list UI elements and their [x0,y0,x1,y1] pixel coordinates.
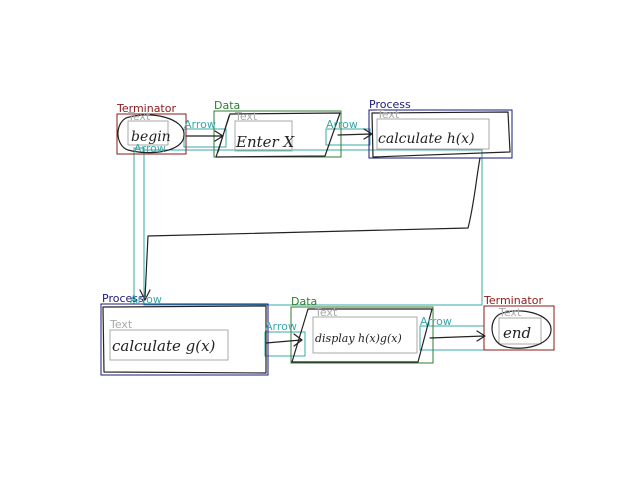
label-process-1: Process [369,98,411,111]
label-terminator-1: Terminator [116,102,176,115]
text-box-1 [127,120,169,146]
arrow-label-4: Arrow [265,320,297,333]
arrow-label-5: Arrow [420,315,452,328]
node-text-enter-x: Enter X [235,133,295,151]
text-tag-2: Text [234,110,258,123]
text-box-3 [376,118,490,150]
node-text-calculate-h: calculate h(x) [378,131,475,147]
arrow-box-3 [325,128,371,146]
text-tag-3: Text [376,108,400,121]
text-tag-1: Text [127,110,151,123]
text-box-6 [498,317,542,345]
arrow-box-4 [143,149,483,306]
display-data-shape [291,308,433,363]
begin-terminator-shape [117,114,185,154]
arrow-box-2 [133,147,145,305]
terminator-2-box [483,305,555,351]
arrow-begin-to-enter [185,130,224,142]
arrow-label-6: Arrow [130,293,162,306]
text-box-5 [312,316,418,354]
label-data-1: Data [214,99,240,112]
node-text-end: end [503,324,531,342]
text-box-4 [109,329,229,361]
node-text-begin: begin [131,129,171,145]
label-process-2: Process [102,292,144,305]
enter-x-data-shape [215,112,341,158]
label-terminator-2: Terminator [483,294,543,307]
end-terminator-shape [491,310,552,349]
arrow-enter-to-calc-h [337,128,373,140]
calculate-h-process-shape [371,111,511,158]
text-tag-4: Text [109,318,133,331]
text-tag-5: Text [314,306,338,319]
data-2-box [290,306,434,364]
node-text-display: display h(x)g(x) [315,332,402,345]
arrow-label-2: Arrow [134,142,166,155]
arrow-box-5 [264,331,306,357]
arrow-display-to-end [429,330,486,342]
arrow-label-1: Arrow [184,118,216,131]
arrow-calc-h-to-calc-g [139,157,481,301]
arrow-calc-g-to-display [265,333,303,347]
label-data-2: Data [291,295,317,308]
calculate-g-process-shape [102,305,267,374]
text-box-2 [234,120,293,152]
arrow-label-3: Arrow [326,118,358,131]
node-text-calculate-g: calculate g(x) [112,337,216,355]
process-2-box [100,303,269,376]
terminator-1-box [116,113,187,155]
text-tag-6: Text [498,306,522,319]
